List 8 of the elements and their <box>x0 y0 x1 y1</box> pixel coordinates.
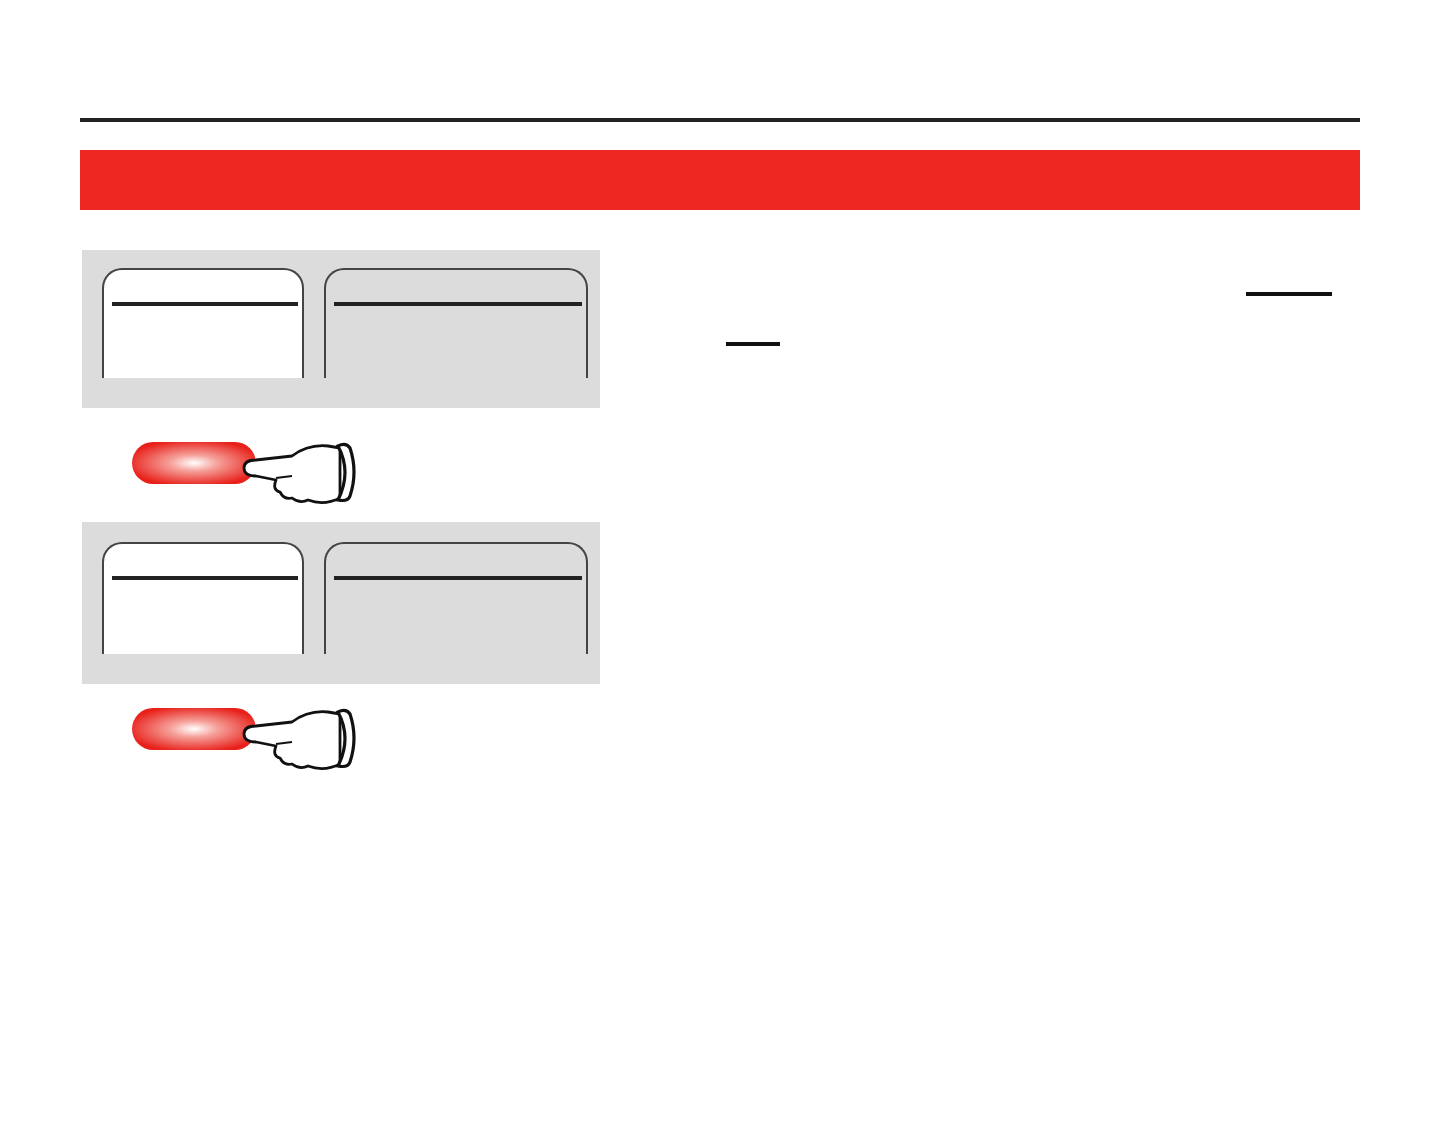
finger-pressing-button-drawing <box>132 702 356 774</box>
finger-pressing-button-drawing <box>132 436 356 508</box>
screen-frame <box>324 542 588 654</box>
display-panel <box>82 250 600 408</box>
screen-frame <box>102 268 304 378</box>
display-panel <box>82 522 600 684</box>
screen-frame <box>324 268 588 378</box>
screen-frame <box>102 542 304 654</box>
